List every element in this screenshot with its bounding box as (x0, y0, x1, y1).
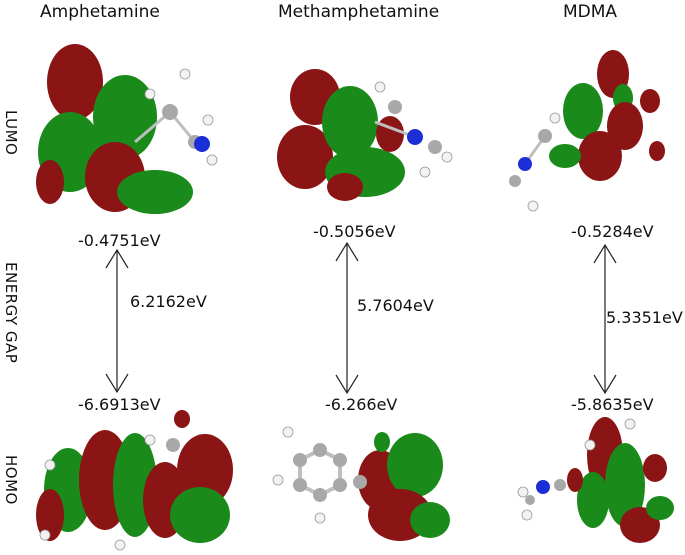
methamphetamine-gap-arrow (335, 241, 359, 395)
title-mdma: MDMA (563, 2, 618, 22)
mdma-homo-energy: -5.8635eV (571, 395, 654, 414)
mdma-lumo-energy: -0.5284eV (571, 222, 654, 241)
amphetamine-energy-gap: 6.2162eV (130, 292, 207, 311)
mdma-lumo-orbital (509, 50, 665, 212)
amphetamine-gap-arrow (105, 248, 129, 394)
title-methamphetamine: Methamphetamine (278, 2, 440, 22)
methamphetamine-energy-gap: 5.7604eV (357, 296, 434, 315)
methamphetamine-lumo-energy: -0.5056eV (313, 222, 396, 241)
title-amphetamine: Amphetamine (40, 2, 160, 22)
amphetamine-homo-energy: -6.6913eV (78, 395, 161, 414)
mdma-homo-orbital (517, 417, 674, 543)
methamphetamine-lumo-orbital (277, 69, 453, 201)
amphetamine-lumo-energy: -0.4751eV (78, 231, 161, 250)
mdma-energy-gap: 5.3351eV (606, 308, 683, 327)
methamphetamine-homo-energy: -6.266eV (325, 395, 398, 414)
amphetamine-homo-orbital (36, 410, 233, 551)
amphetamine-lumo-orbital (36, 44, 218, 214)
mdma-gap-arrow (593, 243, 617, 395)
methamphetamine-homo-orbital (272, 426, 450, 541)
